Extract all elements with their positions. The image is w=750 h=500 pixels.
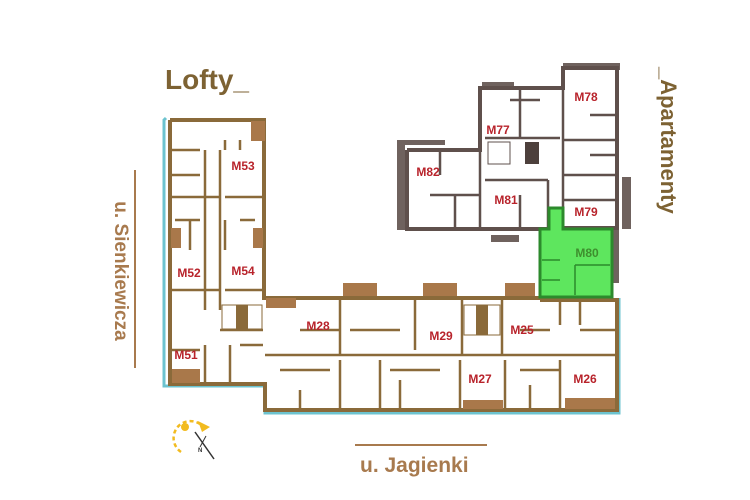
apartment-label: M80 <box>575 246 599 260</box>
apartment-m25[interactable]: M25 <box>510 323 534 337</box>
compass-icon: N <box>172 419 215 460</box>
apartment-m80[interactable]: M80 <box>538 206 614 299</box>
section-title-lofts: Lofty_ <box>165 64 249 95</box>
apartment-m79[interactable]: M79 <box>574 205 598 219</box>
apartment-label: M81 <box>494 193 518 207</box>
apartment-label: M78 <box>574 90 598 104</box>
street-label-jagienki: u. Jagienki <box>360 454 469 477</box>
apartment-m82[interactable]: M82 <box>416 165 440 179</box>
apartment-m78[interactable]: M78 <box>574 90 598 104</box>
apartment-label: M79 <box>574 205 598 219</box>
apartment-label: M25 <box>510 323 534 337</box>
apartment-m54[interactable]: M54 <box>231 264 255 278</box>
apartment-m27[interactable]: M27 <box>468 372 492 386</box>
apartment-m51[interactable]: M51 <box>174 348 198 362</box>
apartment-m77[interactable]: M77 <box>486 123 510 137</box>
apartment-m28[interactable]: M28 <box>306 319 330 333</box>
apartment-label: M53 <box>231 159 255 173</box>
apartment-m81[interactable]: M81 <box>494 193 518 207</box>
apartment-label: M27 <box>468 372 492 386</box>
apartment-m53[interactable]: M53 <box>231 159 255 173</box>
loft-wing <box>168 118 619 412</box>
apartment-label: M54 <box>231 264 255 278</box>
apartment-label: M26 <box>573 372 597 386</box>
apartment-label: M51 <box>174 348 198 362</box>
apartment-label: M29 <box>429 329 453 343</box>
compass-north-label: N <box>198 448 202 454</box>
apartment-m52[interactable]: M52 <box>177 266 201 280</box>
apartment-label: M77 <box>486 123 510 137</box>
apartment-label: M82 <box>416 165 440 179</box>
apartment-block <box>397 63 631 283</box>
apartment-m26[interactable]: M26 <box>573 372 597 386</box>
apartment-label: M52 <box>177 266 201 280</box>
apartment-label: M28 <box>306 319 330 333</box>
apartment-m29[interactable]: M29 <box>429 329 453 343</box>
